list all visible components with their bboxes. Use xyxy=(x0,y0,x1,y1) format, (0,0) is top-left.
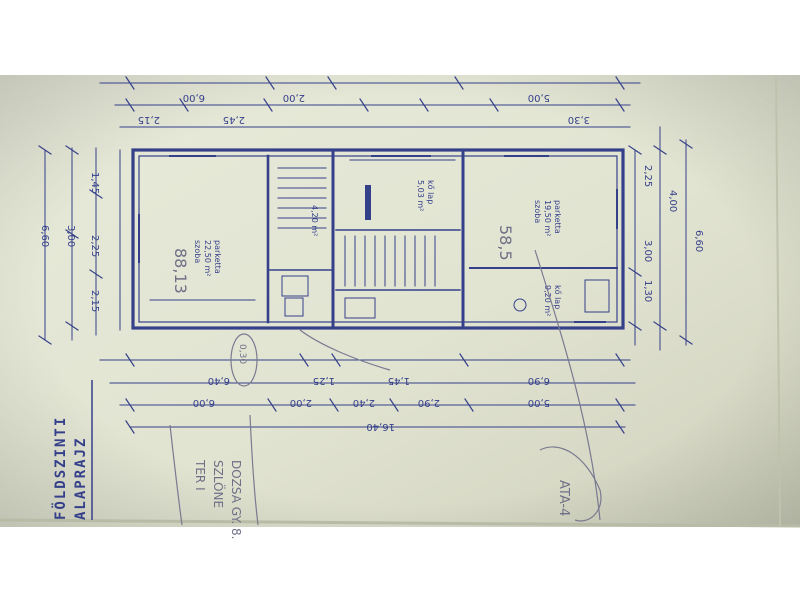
pencil-circle xyxy=(230,333,258,387)
dim-right-part-2: 1,30 xyxy=(642,280,653,302)
pencil-line xyxy=(534,249,601,521)
left-room-area: 22,50 m² xyxy=(203,240,212,276)
left-room-floor: parketta xyxy=(213,240,222,274)
plan-title: FÖLDSZINTI ALAPRAJZ xyxy=(51,416,89,520)
pencil-stamp-loop xyxy=(539,446,602,522)
dim-bottom-8: 2,90 xyxy=(418,397,440,408)
side-note-3: DOZSA GY. 8. xyxy=(229,460,243,539)
dim-top-1: 6,00 xyxy=(183,92,205,103)
left-room-name: szoba xyxy=(193,240,202,263)
stair-label: 4,20 m² xyxy=(310,205,319,236)
windows xyxy=(132,149,624,329)
dim-bottom-4: 6,90 xyxy=(528,375,550,386)
dim-left-part-4: 2,15 xyxy=(89,290,100,312)
dim-left-total: 6,60 xyxy=(39,225,50,247)
dim-bottom-5: 6,00 xyxy=(193,397,215,408)
dim-bottom-9: 5,00 xyxy=(528,397,550,408)
dim-right-part-1: 3,00 xyxy=(642,240,653,262)
side-note-1: TER I xyxy=(193,459,207,491)
tick-marks xyxy=(38,76,693,434)
big-number-left: 88,13 xyxy=(171,248,190,294)
big-number-right: 58,5 xyxy=(496,225,515,261)
dim-top-2: 2,00 xyxy=(283,92,305,103)
stairs xyxy=(277,167,436,287)
dim-left-part: 3,00 xyxy=(65,225,76,247)
title-line-1: FÖLDSZINTI xyxy=(51,416,69,520)
right-room-name: szoba xyxy=(533,200,542,223)
dimension-labels: 6,00 2,00 5,00 2,15 2,45 3,30 6,40 1,25 … xyxy=(39,92,704,432)
right-room-floor: parketta xyxy=(553,200,562,234)
side-note-2: SZLÖNE xyxy=(211,460,227,508)
dim-right-total: 6,60 xyxy=(693,230,704,252)
dim-top-4: 2,15 xyxy=(138,114,160,125)
dim-right-part-3: 2,25 xyxy=(642,165,653,187)
dim-top-5: 2,45 xyxy=(223,114,245,125)
dim-bottom-total: 16,40 xyxy=(366,421,395,432)
center-label: 5,03 m² xyxy=(416,180,425,211)
paper-bottom-edge xyxy=(0,518,800,528)
dim-bottom-1: 6,40 xyxy=(208,375,230,386)
paper-right-crease xyxy=(775,74,781,528)
dim-left-part-2: 1,45 xyxy=(89,172,100,194)
title-line-2: ALAPRAJZ xyxy=(73,437,89,520)
center-floor: kő lap xyxy=(426,180,435,204)
bath-area: 9,20 m² xyxy=(543,285,552,316)
dim-top-3: 5,00 xyxy=(528,92,550,103)
dim-top-6: 3,30 xyxy=(568,114,590,125)
floor-plan xyxy=(38,76,693,434)
circle-label: 0,30 xyxy=(237,344,247,364)
stamp-text: ATA-4 xyxy=(556,480,571,516)
dim-bottom-2: 1,25 xyxy=(313,375,335,386)
pencil-text: 88,13 58,5 0,30 TER I SZLÖNE DOZSA GY. 8… xyxy=(171,225,571,539)
dim-right-part-4: 4,00 xyxy=(667,190,678,212)
dim-bottom-7: 2,40 xyxy=(353,397,375,408)
bath-floor: kő lap xyxy=(553,285,562,309)
dim-left-part-3: 2,25 xyxy=(89,235,100,257)
dim-bottom-6: 2,00 xyxy=(290,397,312,408)
dimension-lines xyxy=(44,82,687,428)
pencil-annotations xyxy=(169,249,602,526)
right-room-area: 19,50 m² xyxy=(543,200,552,236)
room-labels: szoba 22,50 m² parketta 4,20 m² 5,03 m² … xyxy=(193,180,562,316)
dim-bottom-3: 1,45 xyxy=(388,375,410,386)
